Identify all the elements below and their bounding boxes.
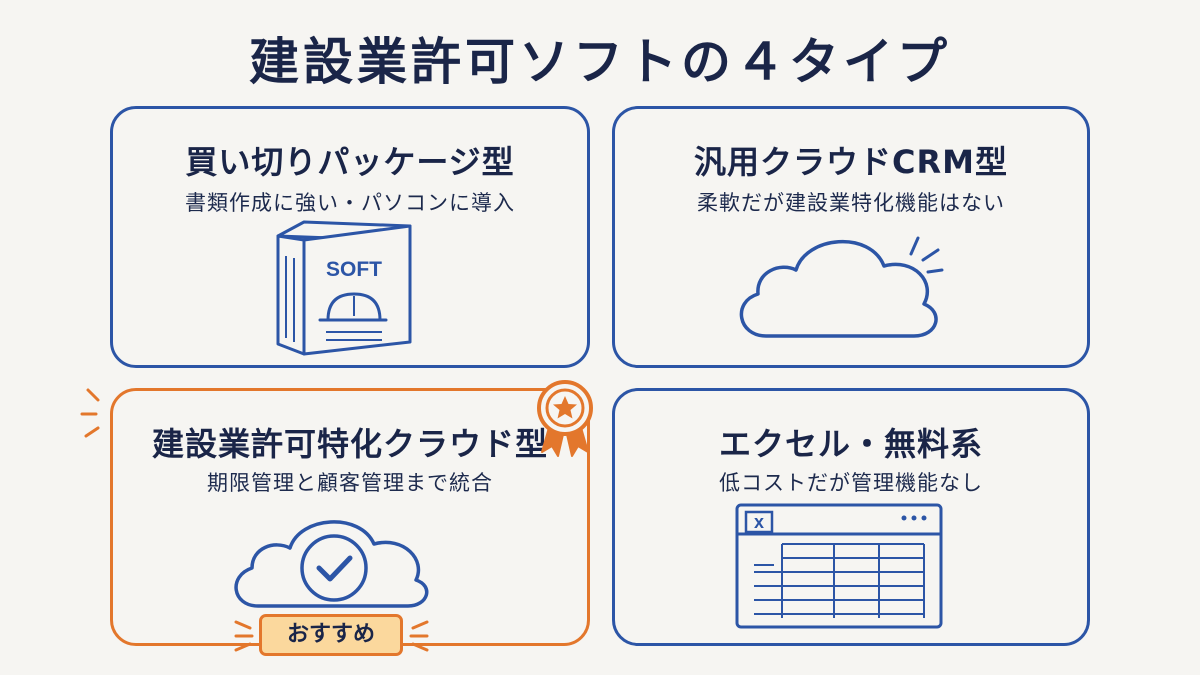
spreadsheet-window-x: x <box>754 512 764 532</box>
software-box-icon: SOFT <box>276 220 412 356</box>
card-cloud-crm-title: 汎用クラウドCRM型 <box>694 143 1008 181</box>
badge-sparkle-left-icon <box>234 620 254 652</box>
spreadsheet-icon: x <box>735 503 943 629</box>
software-box-label: SOFT <box>326 258 382 281</box>
card-package-subtitle: 書類作成に強い・パソコンに導入 <box>185 191 515 215</box>
card-cloud-crm: 汎用クラウドCRM型 柔軟だが建設業特化機能はない <box>612 106 1090 368</box>
badge-sparkle-right-icon <box>409 620 429 652</box>
card-cloud-crm-subtitle: 柔軟だが建設業特化機能はない <box>697 191 1005 215</box>
card-specialized-cloud-title: 建設業許可特化クラウド型 <box>151 425 548 463</box>
card-excel-free-title: エクセル・無料系 <box>718 425 983 463</box>
card-excel-free-subtitle: 低コストだが管理機能なし <box>719 471 983 495</box>
attention-marks-icon <box>80 388 100 438</box>
star-ribbon-icon <box>537 380 593 457</box>
page-title: 建設業許可ソフトの４タイプ <box>249 33 951 91</box>
card-package-title: 買い切りパッケージ型 <box>185 143 515 181</box>
recommended-badge: おすすめ <box>259 614 403 656</box>
card-package: 買い切りパッケージ型 書類作成に強い・パソコンに導入 <box>110 106 590 368</box>
cloud-icon <box>739 236 944 338</box>
card-specialized-cloud-subtitle: 期限管理と顧客管理まで統合 <box>207 471 493 495</box>
cloud-check-icon <box>234 520 429 608</box>
card-excel-free: エクセル・無料系 低コストだが管理機能なし <box>612 388 1090 646</box>
